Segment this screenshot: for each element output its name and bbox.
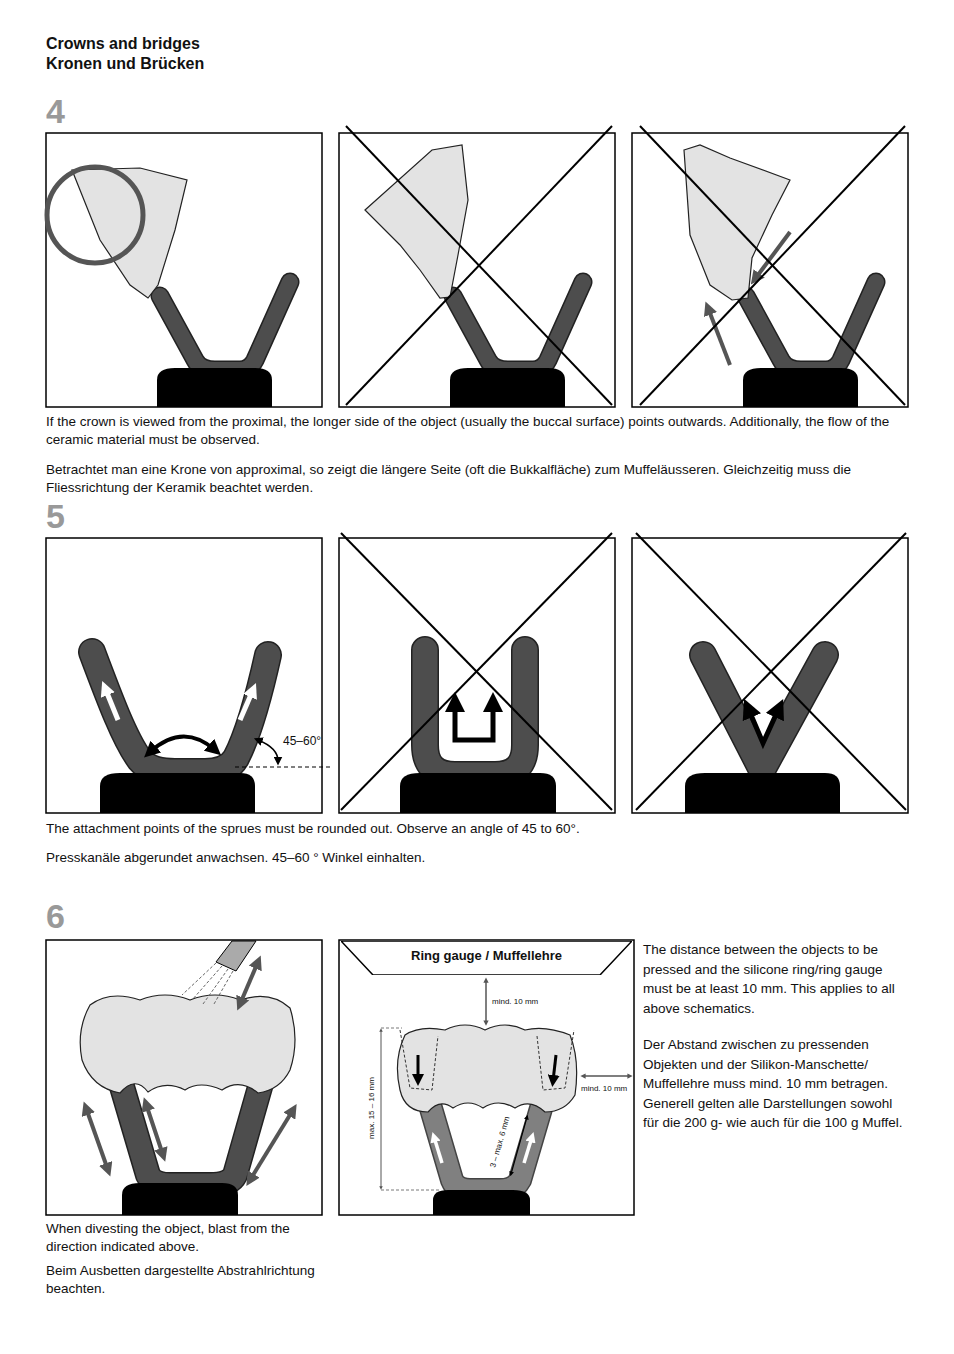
drawing-line [511,1117,527,1174]
drawing-line [583,1075,630,1077]
drawing-use [157,282,290,407]
drawing-line [417,1055,420,1080]
drawing-rect [46,538,322,813]
step-number: 6 [46,897,65,935]
drawing-line [381,1030,382,1188]
drawing-line [240,690,253,720]
body-text: The distance between the objects to be p… [643,940,911,1018]
box-title: Ring gauge / Muffellehre [341,941,632,963]
drawing-line [214,971,233,1004]
drawing-line [235,767,330,768]
drawing-path [100,773,255,813]
body-text: Beim Ausbetten dargestellte Abstrahlrich… [46,1262,326,1298]
drawing-path [400,773,556,813]
drawing-line [250,1110,293,1180]
drawing-rect [339,940,634,1215]
drawing-line [755,232,790,279]
drawing-use [450,282,583,407]
drawing-path [400,1030,438,1090]
drawing-line [105,688,118,720]
drawing-line [86,1108,108,1170]
drawing-use [743,282,876,407]
drawing-line [146,1104,163,1155]
drawing-path [703,655,825,770]
body-text: When divesting the object, blast from th… [46,1220,326,1256]
body-text: Der Abstand zwischen zu pressenden Objek… [643,1035,911,1133]
drawing-path [455,702,493,740]
drawing-path [537,1030,574,1090]
drawing-line [485,980,487,1023]
drawing-line [636,533,906,810]
drawing-line [524,1137,532,1163]
body-text: Presskanäle abgerundet anwachsen. 45–60 … [46,849,906,867]
dimension-label: max. 15 – 16 mm [366,1077,377,1139]
drawing-rect [46,940,322,1215]
drawing-line [553,1055,556,1081]
drawing-line [341,533,612,810]
drawing-path [430,1105,542,1190]
angle-label: 45–60° [283,733,321,749]
drawing-path [703,655,825,770]
drawing-polygon [72,168,187,298]
drawing-line [640,126,905,405]
drawing-line [636,533,906,810]
drawing-path [685,773,840,813]
drawing-line [240,962,258,1004]
drawing-line [640,126,905,405]
body-text: The attachment points of the sprues must… [46,820,906,838]
trapezoid-shape [341,941,632,975]
drawing-line [341,533,612,810]
drawing-path [430,1105,542,1190]
drawing-polygon [365,145,468,298]
drawing-line [346,126,612,405]
drawing-path [433,1190,530,1215]
drawing-line [708,308,730,365]
dimension-label: mind. 10 mm [581,1083,627,1094]
drawing-line [381,1190,440,1191]
dimension-label: mind. 10 mm [492,996,538,1007]
step-number: 5 [46,497,65,535]
drawing-path [92,652,268,772]
drawing-path [397,1025,576,1112]
drawing-rect [46,133,322,407]
drawing-path [120,1080,262,1185]
step-number: 4 [46,92,65,130]
drawing-line [346,126,612,405]
drawing-path [258,740,278,761]
drawing-circle [47,167,143,263]
drawing-path [120,1080,262,1185]
drawing-line [434,1137,442,1163]
body-text: Betrachtet man eine Krone von approximal… [46,461,906,497]
drawing-path [748,708,779,743]
page-heading: Kronen und Brücken [46,54,446,74]
drawing-path [80,995,295,1093]
drawing-path [92,652,268,772]
ring-gauge-header: Ring gauge / Muffellehre [341,941,632,975]
drawing-polygon [684,145,790,300]
drawing-line [182,963,216,995]
page-heading: Crowns and bridges [46,34,446,54]
body-text: If the crown is viewed from the proximal… [46,413,906,449]
drawing-path [150,736,215,752]
drawing-line [381,1028,402,1029]
drawing-path [122,1183,238,1215]
